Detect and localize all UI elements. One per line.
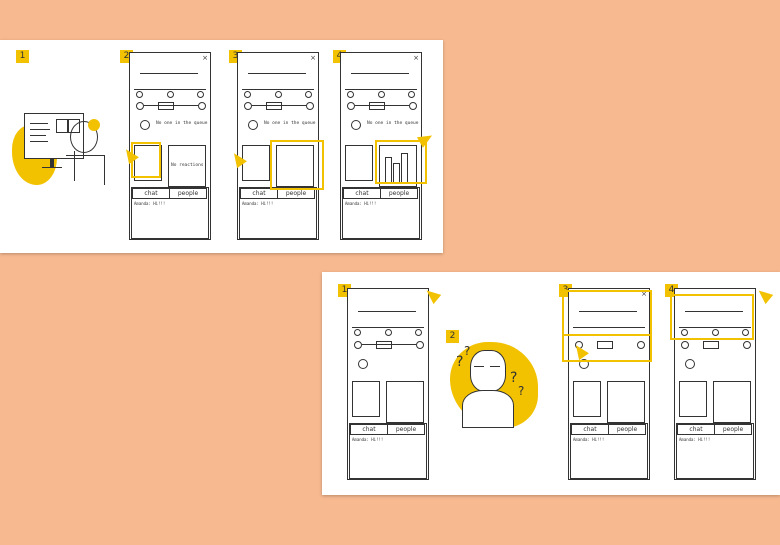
queue-label: No one in the queue (367, 121, 419, 126)
tab-people[interactable]: people (169, 188, 207, 199)
ui-mockup: × chat people Amanda: Hi!!! (568, 288, 650, 480)
no-reactions-label: No reactions (171, 163, 204, 168)
chat-line: Amanda: Hi!!! (242, 201, 274, 206)
tab-chat[interactable]: chat (677, 424, 715, 435)
cursor-arrow-icon (754, 285, 774, 305)
person-illustration (66, 115, 111, 190)
chat-line: Amanda: Hi!!! (134, 201, 166, 206)
ui-mockup: × No one in the queue chat people Amanda… (340, 52, 422, 240)
tab-people[interactable]: people (608, 424, 646, 435)
highlight-box (562, 290, 652, 336)
tab-chat[interactable]: chat (350, 424, 388, 435)
close-icon[interactable]: × (202, 54, 208, 62)
highlight-box (670, 294, 754, 340)
confused-person-illustration: ? ? ? ? (444, 340, 544, 430)
chat-line: Amanda: Hi!!! (573, 437, 605, 442)
tab-chat[interactable]: chat (343, 188, 381, 199)
highlight-box (375, 140, 427, 184)
chat-line: Amanda: Hi!!! (352, 437, 384, 442)
queue-label: No one in the queue (156, 121, 208, 126)
ui-mockup: × No one in the queue chat people Amanda… (237, 52, 319, 240)
chat-line: Amanda: Hi!!! (345, 201, 377, 206)
tab-people[interactable]: people (714, 424, 752, 435)
ui-mockup: chat people Amanda: Hi!!! (674, 288, 756, 480)
tab-people[interactable]: people (387, 424, 425, 435)
tab-people[interactable]: people (380, 188, 418, 199)
storyboard-top: 1 2 3 4 × No one in the queue (0, 40, 443, 253)
highlight-box (562, 334, 652, 362)
highlight-box (270, 140, 324, 190)
step-badge: 2 (446, 330, 459, 343)
queue-label: No one in the queue (264, 121, 316, 126)
storyboard-bottom: 1 2 3 4 chat people Amanda: Hi!!! ? ? ? … (322, 272, 780, 495)
chat-line: Amanda: Hi!!! (679, 437, 711, 442)
tab-chat[interactable]: chat (571, 424, 609, 435)
ui-mockup: chat people Amanda: Hi!!! (347, 288, 429, 480)
close-icon[interactable]: × (310, 54, 316, 62)
step-badge: 1 (16, 50, 29, 63)
tab-chat[interactable]: chat (132, 188, 170, 199)
close-icon[interactable]: × (641, 290, 647, 298)
close-icon[interactable]: × (413, 54, 419, 62)
highlight-box (131, 142, 161, 178)
ui-mockup: × No one in the queue No reactions chat … (129, 52, 211, 240)
